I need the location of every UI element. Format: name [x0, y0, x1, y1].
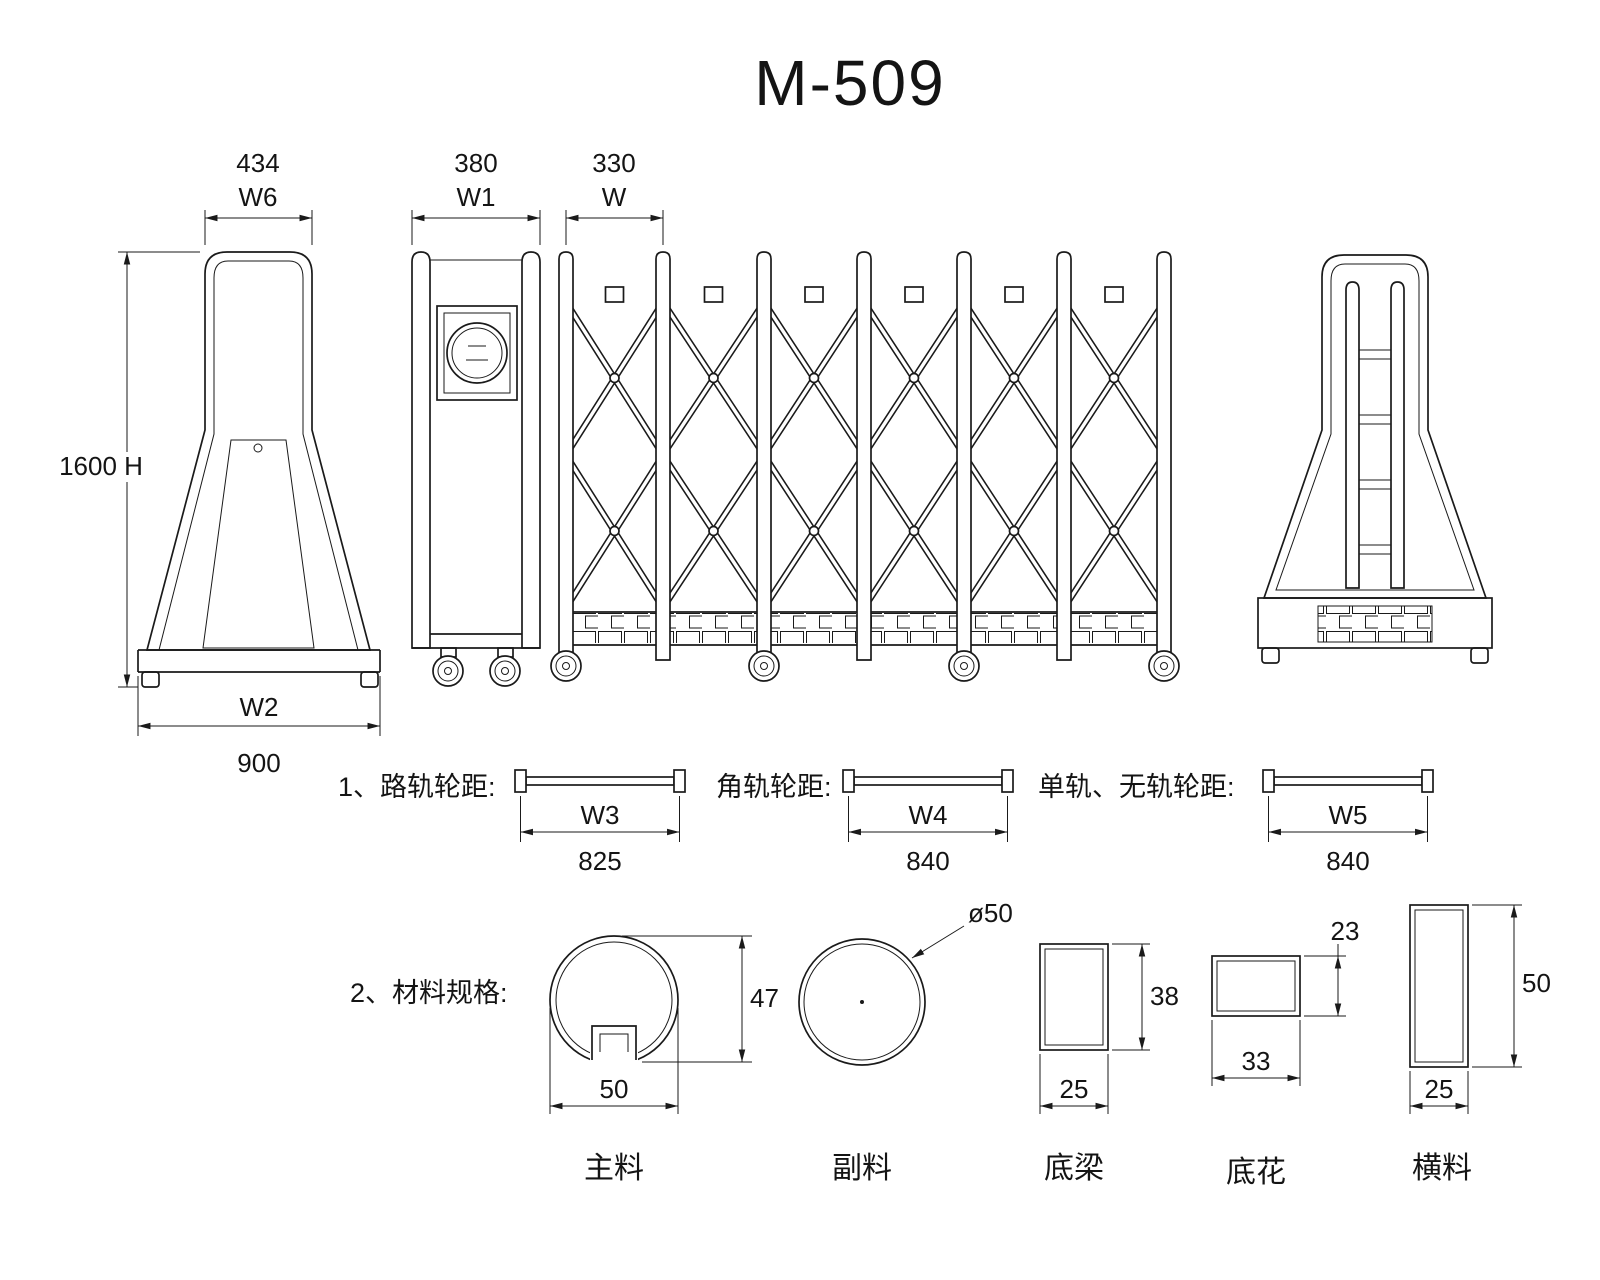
materials-heading: 2、材料规格: — [350, 978, 508, 1008]
dim-434: 434 — [236, 148, 279, 178]
gate-posts — [558, 251, 1172, 661]
cross-member-height: 50 — [1522, 968, 1551, 998]
hinge-plates — [604, 286, 1124, 537]
lead-post-wheels — [432, 655, 521, 687]
end-view-left: 434 W6 1600 H W2 900 — [54, 148, 381, 778]
end-view-right — [1257, 254, 1493, 664]
cross-member-width: 25 — [1425, 1074, 1454, 1104]
main-profile-height: 47 — [750, 983, 779, 1013]
cross-member-name: 横料 — [1412, 1152, 1472, 1185]
dim-w2: W2 — [240, 692, 279, 722]
material-secondary-profile: ø50 副料 — [798, 898, 1013, 1185]
dim-1600-h: 1600 H — [59, 451, 143, 481]
track-rail-dim-label: W3 — [581, 800, 620, 830]
brand-logo-plate — [436, 305, 518, 401]
bottom-beam-name: 底梁 — [1044, 1152, 1104, 1185]
dim-900: 900 — [237, 748, 280, 778]
track-trackless-dim-label: W5 — [1329, 800, 1368, 830]
track-rail-value: 825 — [578, 846, 621, 876]
material-bottom-beam: 38 25 底梁 — [1039, 943, 1179, 1185]
dim-w6: W6 — [239, 182, 278, 212]
lead-post-view: 380 W1 — [411, 148, 541, 687]
track-trackless-value: 840 — [1326, 846, 1369, 876]
track-rail-label: 1、路轨轮距: — [338, 772, 496, 802]
folded-gate-stack — [1317, 605, 1433, 643]
track-trackless-label: 单轨、无轨轮距: — [1038, 772, 1235, 802]
track-corner-label: 角轨轮距: — [716, 772, 832, 802]
bottom-beam-width: 25 — [1060, 1074, 1089, 1104]
track-diagram-trackless: 单轨、无轨轮距: W5 840 — [1038, 769, 1434, 876]
material-bottom-flower: 23 33 底花 — [1211, 916, 1360, 1189]
main-profile-name: 主料 — [584, 1152, 644, 1185]
secondary-profile-diameter: ø50 — [968, 898, 1013, 928]
bottom-flower-height: 23 — [1331, 916, 1360, 946]
track-diagram-corner: 角轨轮距: W4 840 — [716, 769, 1014, 876]
track-corner-value: 840 — [906, 846, 949, 876]
gate-body-view: 330 W — [550, 148, 1180, 682]
main-profile-width: 50 — [600, 1074, 629, 1104]
material-main-profile: 47 50 主料 — [549, 935, 779, 1185]
bottom-beam-height: 38 — [1150, 981, 1179, 1011]
dim-w1: W1 — [457, 182, 496, 212]
material-cross-member: 50 25 横料 — [1409, 904, 1551, 1185]
bottom-flower-width: 33 — [1242, 1046, 1271, 1076]
ladder-frame — [1345, 281, 1405, 589]
page-title: M-509 — [754, 47, 945, 119]
track-diagram-rail: 1、路轨轮距: W3 825 — [338, 769, 686, 876]
gate-wheels — [550, 650, 1180, 682]
dim-380: 380 — [454, 148, 497, 178]
track-corner-dim-label: W4 — [909, 800, 948, 830]
dim-w: W — [602, 182, 627, 212]
secondary-profile-name: 副料 — [832, 1152, 892, 1185]
bottom-flower-name: 底花 — [1226, 1156, 1286, 1189]
dim-330: 330 — [592, 148, 635, 178]
